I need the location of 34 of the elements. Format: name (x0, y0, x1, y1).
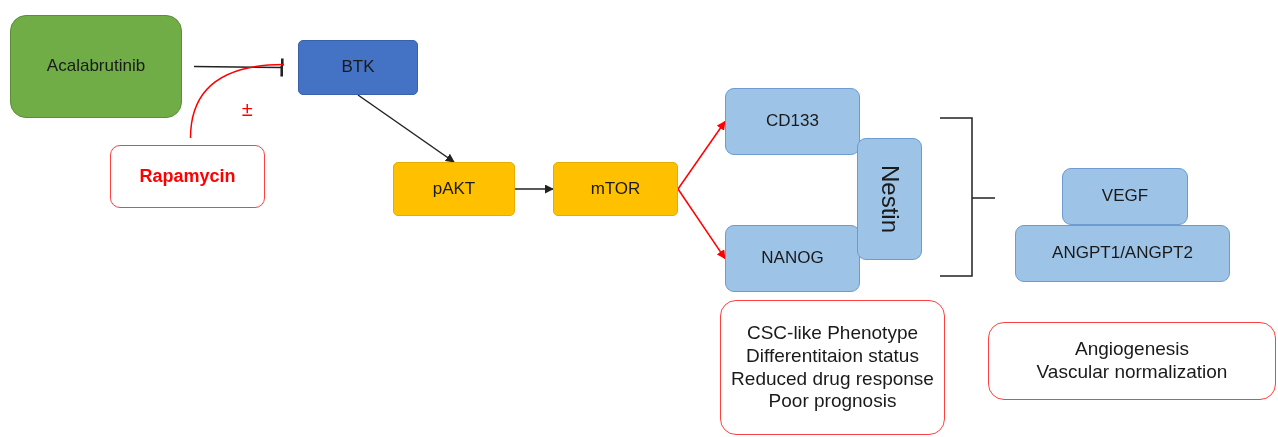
arrow (677, 188, 726, 260)
node-label: Nestin (875, 165, 904, 233)
node-label: Acalabrutinib (46, 56, 146, 77)
node-label: VEGF (1101, 186, 1149, 207)
connector-line (189, 63, 285, 139)
marker-box (725, 225, 860, 292)
node-label: Reduced drug response (731, 367, 934, 391)
arrow (514, 184, 554, 194)
drug-box (110, 145, 265, 208)
outcome-box (988, 322, 1276, 400)
outcome-box (720, 300, 945, 435)
node-label: NANOG (761, 248, 824, 269)
node-label: mTOR (590, 178, 641, 200)
node-label: Poor prognosis (768, 390, 897, 414)
drug-box (10, 15, 182, 118)
kinase-box (393, 162, 515, 216)
marker-box (857, 138, 922, 260)
arrow (357, 94, 455, 163)
node-label: Angiogenesis (1074, 338, 1190, 361)
inhibition-line (193, 58, 284, 77)
node-label: CSC-like Phenotype (746, 321, 919, 345)
node-label: Differentitaion status (746, 344, 919, 368)
target-box (298, 40, 418, 95)
kinase-box (553, 162, 678, 216)
node-label: CD133 (766, 111, 819, 132)
marker-box (725, 88, 860, 155)
arrow (677, 120, 726, 190)
marker-box (1015, 225, 1230, 282)
marker-box (1062, 168, 1188, 225)
node-label: pAKT (432, 178, 476, 200)
node-label: BTK (341, 57, 375, 78)
node-label: Rapamycin (139, 165, 236, 188)
node-label: ANGPT1/ANGPT2 (1052, 243, 1193, 264)
node-label: Vascular normalization (1036, 361, 1228, 384)
